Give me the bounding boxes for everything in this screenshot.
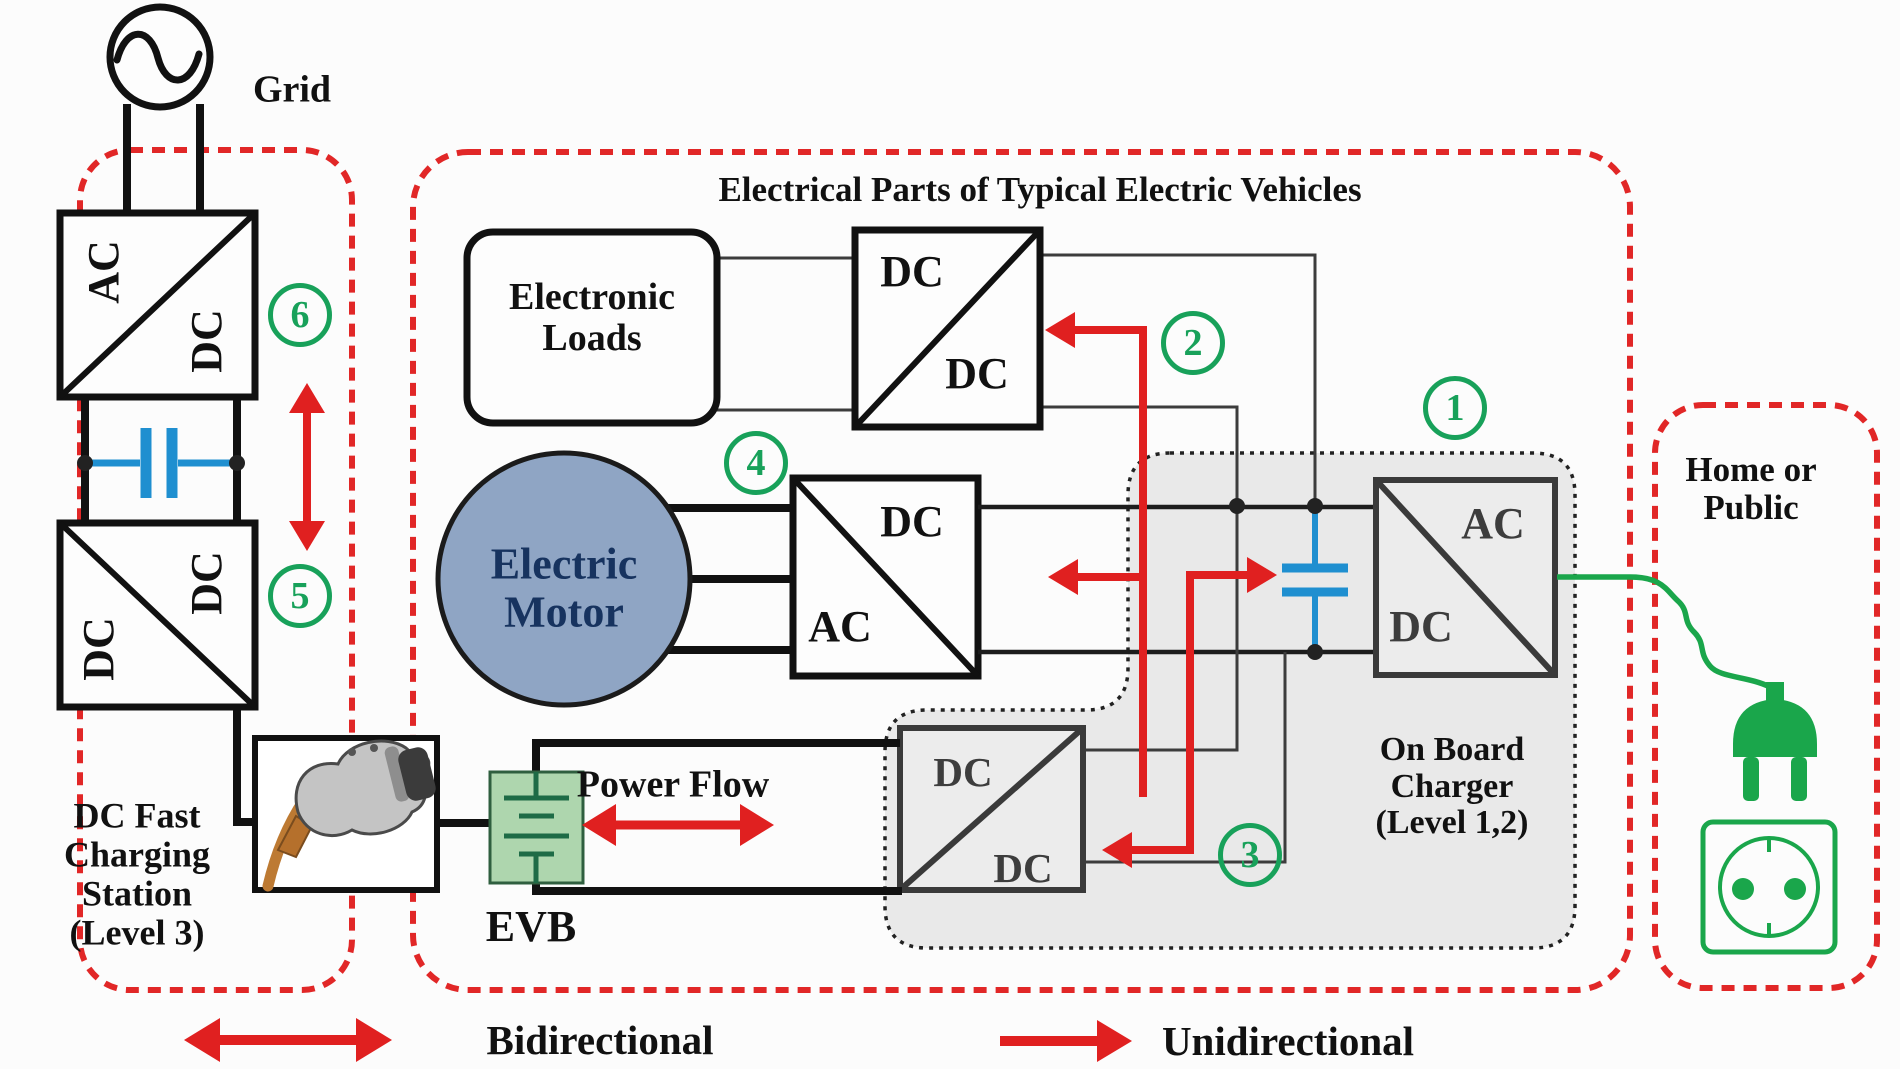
- charger-cable-wire: [1557, 574, 1778, 698]
- flow-arrow-3: [1102, 557, 1277, 868]
- converter-box-1-ac-dc: [1373, 477, 1558, 678]
- station-caption-line3: Station: [81, 873, 193, 913]
- converter3-top-label: DC: [933, 748, 993, 795]
- onboard-charger-line2: Charger: [1390, 767, 1514, 805]
- station-output-wire: [233, 707, 256, 826]
- converter-box-4-dc-ac: [789, 474, 982, 680]
- step-badge-3: 3: [1218, 823, 1282, 887]
- legend-unidirectional-arrow: [1000, 1020, 1132, 1062]
- converter2-top-label: DC: [880, 247, 944, 297]
- battery-bus-bottom: [532, 883, 902, 895]
- converter4-bottom-label: AC: [808, 602, 872, 652]
- converter-box-6-ac-dc: [56, 209, 259, 401]
- converter1-bottom-label: DC: [1389, 602, 1453, 652]
- onboard-charger-caption: On Board Charger (Level 1,2): [1375, 730, 1529, 842]
- station-bidirectional-arrow: [289, 383, 325, 551]
- legend-bidirectional-label: Bidirectional: [486, 1016, 714, 1063]
- step-badge-1: 1: [1423, 376, 1487, 440]
- grid-ac-source-icon: [106, 3, 214, 215]
- station-caption-line4: (Level 3): [69, 911, 205, 952]
- home-public-line2: Public: [1703, 488, 1799, 527]
- battery-icon: [488, 770, 585, 885]
- electric-motor-label: Electric Motor: [491, 540, 638, 635]
- legend-bidirectional-arrow: [184, 1018, 392, 1062]
- electric-motor-line2: Motor: [504, 587, 624, 636]
- station-caption-line2: Charging: [63, 834, 211, 875]
- socket-icon: [1700, 819, 1838, 955]
- onboard-charger-line3: (Level 1,2): [1375, 804, 1529, 842]
- onboard-charger-line1: On Board: [1379, 730, 1525, 768]
- home-public-line1: Home or: [1685, 450, 1817, 490]
- converter4-top-label: DC: [880, 497, 944, 547]
- dcdc2-wire-bottom: [1040, 405, 1239, 506]
- step-badge-6: 6: [268, 283, 332, 347]
- ev-section-title: Electrical Parts of Typical Electric Veh…: [718, 170, 1362, 210]
- step-badge-2: 2: [1161, 311, 1225, 375]
- step-badge-4: 4: [724, 431, 788, 495]
- converter-box-3-dc-dc: [897, 725, 1086, 893]
- converter-box-2-dc-dc: [851, 226, 1044, 431]
- electronic-loads-label: Electronic Loads: [508, 275, 676, 359]
- plug-icon: [1733, 682, 1817, 801]
- dcdc2-wire-top: [1040, 253, 1317, 506]
- electric-motor-line1: Electric: [490, 539, 638, 589]
- battery-label: EVB: [485, 902, 577, 952]
- station-caption: DC Fast Charging Station (Level 3): [64, 796, 210, 952]
- step-badge-5: 5: [268, 564, 332, 628]
- dc-link-capacitor-onboard: [1282, 508, 1348, 650]
- junction-dot: [1307, 644, 1323, 660]
- junction-dot: [1229, 498, 1245, 514]
- ev-connector-image: [262, 739, 436, 892]
- electric-motor-circle: [435, 450, 693, 708]
- converter1-top-label: AC: [1461, 499, 1525, 549]
- converter-box-5-dc-dc: [56, 519, 259, 711]
- home-public-region-border: [1652, 402, 1880, 991]
- dcdc3-wire-top: [1083, 506, 1239, 752]
- power-flow-arrow: [582, 804, 774, 846]
- power-flow-label: Power Flow: [576, 763, 770, 806]
- junction-dot: [1307, 498, 1323, 514]
- home-public-caption: Home or Public: [1685, 451, 1816, 527]
- electronic-loads-line2: Loads: [542, 317, 642, 359]
- converter5-bottom-label: DC: [74, 617, 124, 681]
- converter2-bottom-label: DC: [945, 349, 1009, 399]
- converter6-bottom-label: DC: [182, 309, 232, 373]
- legend-unidirectional-label: Unidirectional: [1161, 1017, 1415, 1064]
- converter5-top-label: DC: [182, 551, 232, 615]
- electronic-loads-line1: Electronic: [508, 275, 676, 318]
- flow-arrow-2: [1045, 312, 1147, 797]
- electronic-loads-box: [463, 228, 721, 427]
- converter6-top-label: AC: [79, 240, 129, 304]
- dcdc3-wire-bottom: [1083, 652, 1287, 864]
- grid-label: Grid: [252, 68, 332, 111]
- ev-parts-region-border: [410, 149, 1633, 993]
- dc-fast-station-region-border: [77, 147, 355, 993]
- converter3-bottom-label: DC: [993, 844, 1053, 891]
- dc-link-capacitor-station: [77, 397, 245, 523]
- battery-bus-top: [532, 739, 900, 772]
- station-caption-line1: DC Fast: [73, 795, 201, 836]
